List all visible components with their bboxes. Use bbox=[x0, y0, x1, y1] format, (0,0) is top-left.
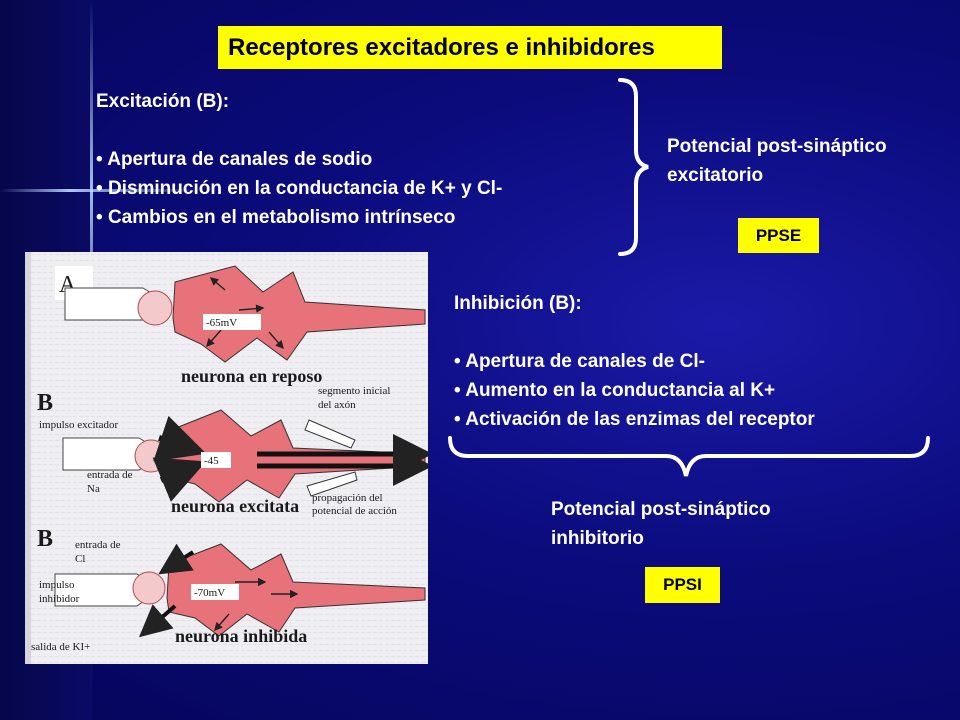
panel-a-synaptic-bulb bbox=[137, 290, 173, 326]
inhibition-item: Activación de las enzimas del receptor bbox=[454, 405, 815, 434]
inhibition-item: Aumento en la conductancia al K+ bbox=[454, 376, 815, 405]
panel-b1-entry-1: entrada de bbox=[87, 469, 133, 481]
excitation-list: Apertura de canales de sodio Disminución… bbox=[96, 145, 502, 232]
panel-b1-entry-2: Na bbox=[87, 483, 100, 495]
excitation-result-line2: excitatorio bbox=[667, 165, 764, 186]
panel-b1-impulse: impulso excitador bbox=[39, 419, 118, 431]
excitation-item: Apertura de canales de sodio bbox=[96, 145, 502, 174]
panel-a-voltage: -65mV bbox=[206, 317, 237, 329]
panel-a-caption: neurona en reposo bbox=[181, 366, 322, 386]
panel-b1-caption: neurona excitata bbox=[171, 496, 299, 516]
panel-b2: B entrada de Cl impulso inhibidor -70mV … bbox=[31, 526, 426, 653]
panel-b2-k-arrow bbox=[138, 604, 177, 638]
panel-a: A -65mV neurona en reposo bbox=[55, 265, 426, 386]
panel-b1-voltage: -45 bbox=[204, 455, 219, 467]
panel-b1-na-arrow bbox=[153, 415, 207, 462]
panel-b2-voltage: -70mV bbox=[194, 587, 225, 599]
figure-edge bbox=[25, 252, 31, 664]
panel-b1-propagation-2: potencial de acción bbox=[312, 505, 397, 517]
panel-b2-cl-arrow bbox=[158, 543, 195, 575]
panel-b2-entry-2: Cl bbox=[75, 553, 85, 565]
ppse-badge: PPSE bbox=[738, 218, 819, 253]
panel-b1-axon-label-1: segmento inicial bbox=[318, 385, 390, 397]
panel-b2-impulse-2: inhibidor bbox=[39, 593, 80, 605]
neuron-figure: A -65mV neurona en reposo B impulso exci… bbox=[25, 252, 428, 664]
excitation-result: Potencial post-sináptico excitatorio bbox=[667, 132, 887, 190]
inhibition-heading: Inhibición (B): bbox=[454, 293, 582, 314]
panel-b1-propagation-1: propagación del bbox=[312, 492, 383, 504]
excitation-item: Disminución en la conductancia de K+ y C… bbox=[96, 174, 502, 203]
excitation-result-line1: Potencial post-sináptico bbox=[667, 136, 887, 157]
panel-b1-na-arrow bbox=[152, 457, 207, 502]
panel-b2-exit: salida de KI+ bbox=[31, 641, 90, 653]
panel-b2-letter: B bbox=[37, 526, 53, 552]
panel-b1-synaptic-bulb bbox=[134, 439, 168, 473]
neuron-figure-svg: A -65mV neurona en reposo B impulso exci… bbox=[25, 252, 428, 664]
inhibition-result: Potencial post-sináptico inhibitorio bbox=[551, 495, 771, 553]
panel-b1-letter: B bbox=[37, 390, 53, 416]
inhibition-list: Apertura de canales de Cl- Aumento en la… bbox=[454, 347, 815, 434]
inhibition-item: Apertura de canales de Cl- bbox=[454, 347, 815, 376]
panel-b1-axon-label-2: del axón bbox=[318, 399, 356, 411]
panel-b2-impulse-1: impulso bbox=[39, 579, 75, 591]
panel-b1-white-arrow bbox=[306, 471, 358, 497]
panel-b1-white-arrow bbox=[304, 419, 356, 449]
panel-b2-voltage-box bbox=[191, 584, 239, 600]
panel-b1: B impulso excitador segmento inicial del… bbox=[37, 385, 428, 517]
excitation-heading: Excitación (B): bbox=[96, 91, 230, 112]
ppsi-badge: PPSI bbox=[645, 567, 720, 603]
excitation-item: Cambios en el metabolismo intrínseco bbox=[96, 203, 502, 232]
panel-b1-voltage-box bbox=[201, 452, 231, 468]
panel-b2-synaptic-bulb bbox=[132, 571, 166, 605]
inhibition-curly-brace bbox=[448, 436, 930, 477]
slide-title: Receptores excitadores e inhibidores bbox=[218, 26, 722, 69]
inhibition-result-line1: Potencial post-sináptico bbox=[551, 499, 771, 520]
inhibition-result-line2: inhibitorio bbox=[551, 528, 644, 549]
panel-b2-entry-1: entrada de bbox=[75, 539, 121, 551]
panel-b2-caption: neurona inhibida bbox=[175, 626, 307, 646]
excitation-curly-brace bbox=[618, 78, 649, 256]
panel-a-voltage-box bbox=[203, 314, 261, 330]
panel-a-neuron-body bbox=[172, 265, 426, 363]
